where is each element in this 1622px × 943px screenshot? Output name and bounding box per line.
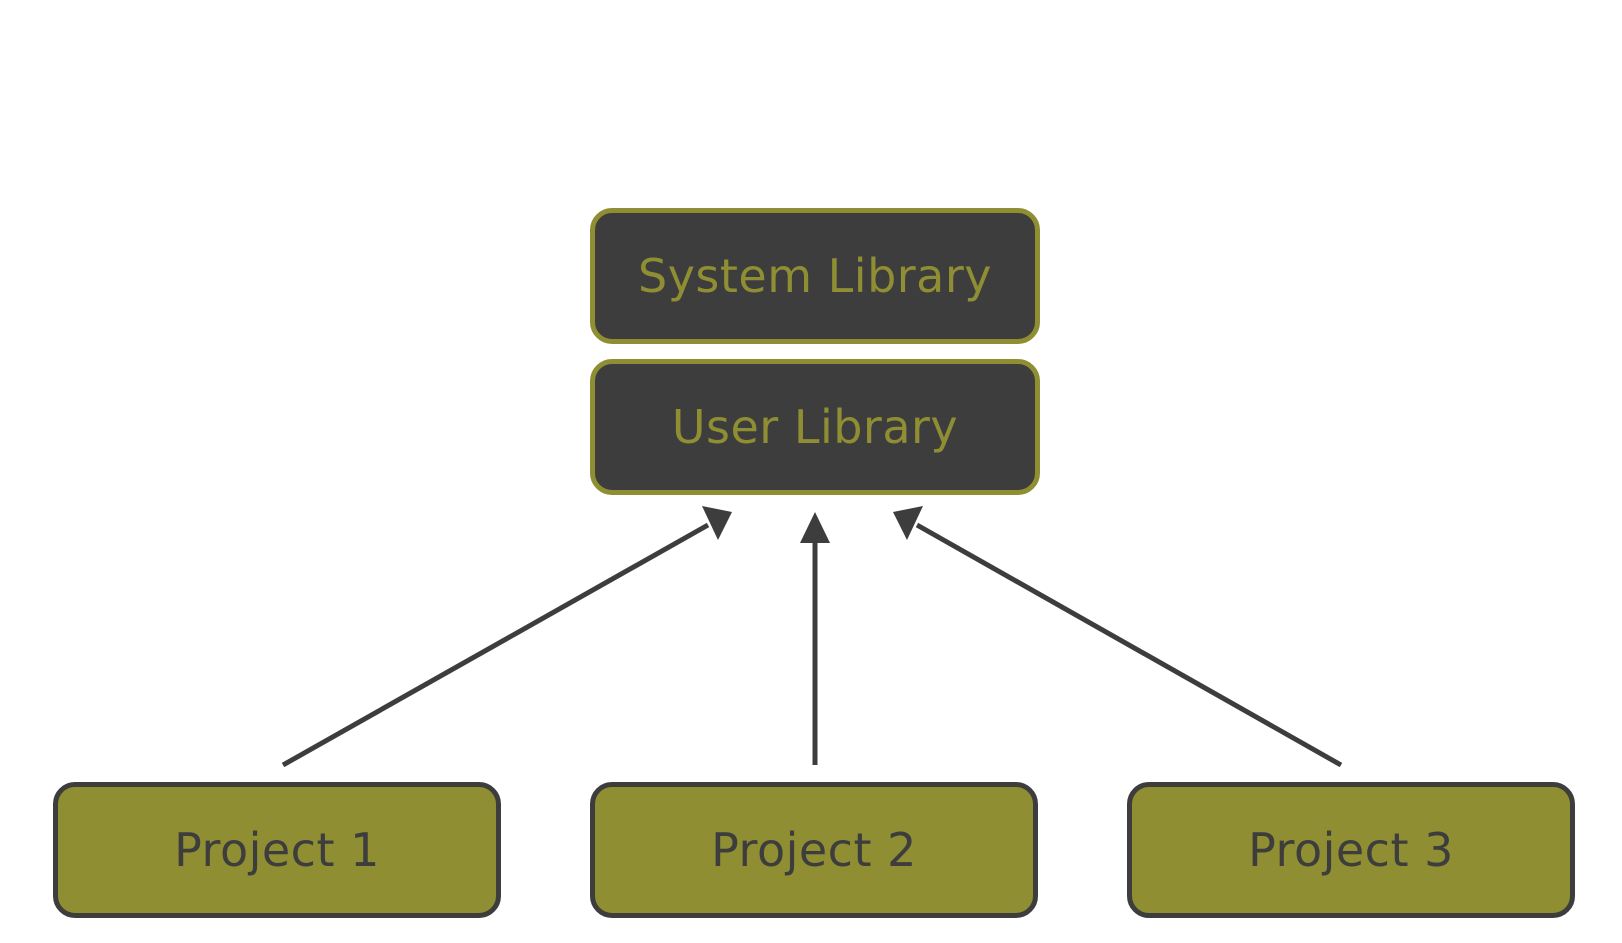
project-3-label: Project 3 — [1248, 823, 1454, 877]
arrow-project-1-to-user-library — [281, 506, 732, 768]
system-library-box: System Library — [590, 208, 1040, 344]
project-2-box: Project 2 — [590, 782, 1038, 918]
user-library-box: User Library — [590, 359, 1040, 495]
project-2-label: Project 2 — [711, 823, 917, 877]
project-3-box: Project 3 — [1127, 782, 1575, 918]
user-library-label: User Library — [671, 400, 959, 454]
system-library-label: System Library — [638, 249, 992, 303]
arrow-project-3-to-user-library — [893, 506, 1343, 768]
arrow-project-2-to-user-library — [800, 512, 830, 765]
project-1-label: Project 1 — [174, 823, 380, 877]
project-1-box: Project 1 — [53, 782, 501, 918]
